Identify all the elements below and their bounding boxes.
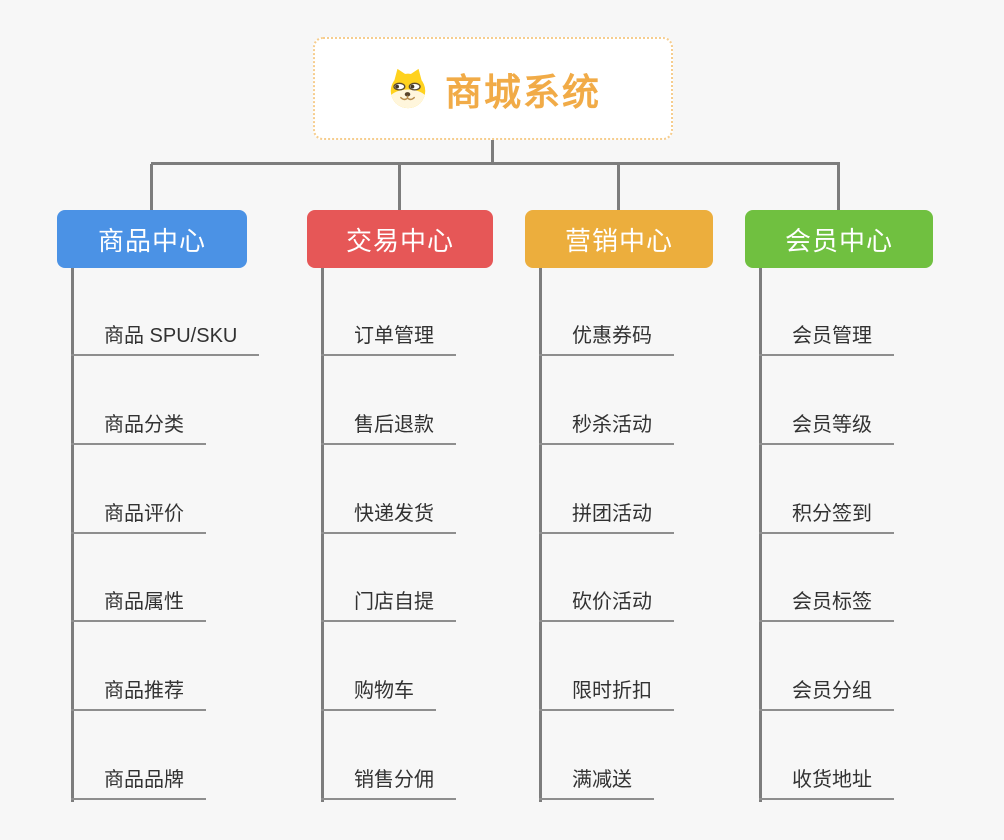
- leaf-node[interactable]: 商品评价: [71, 494, 206, 534]
- leaf-node[interactable]: 快递发货: [321, 494, 456, 534]
- leaf-node[interactable]: 积分签到: [759, 494, 894, 534]
- leaf-node[interactable]: 拼团活动: [539, 494, 674, 534]
- leaf-node[interactable]: 商品分类: [71, 405, 206, 445]
- leaf-node[interactable]: 优惠券码: [539, 316, 674, 356]
- connector-branch-stub: [837, 164, 840, 210]
- connector-column-trunk: [71, 268, 74, 802]
- leaf-node[interactable]: 售后退款: [321, 405, 456, 445]
- root-node[interactable]: 商城系统: [313, 37, 673, 140]
- branch-node-trade-center[interactable]: 交易中心: [307, 210, 493, 268]
- leaf-node[interactable]: 门店自提: [321, 582, 456, 622]
- connector-horizontal: [151, 162, 840, 165]
- leaf-node[interactable]: 会员标签: [759, 582, 894, 622]
- connector-column-trunk: [539, 268, 542, 802]
- leaf-node[interactable]: 商品属性: [71, 582, 206, 622]
- dog-face-icon: [385, 66, 431, 112]
- leaf-node[interactable]: 商品品牌: [71, 760, 206, 800]
- leaf-node[interactable]: 收货地址: [759, 760, 894, 800]
- leaf-node[interactable]: 商品 SPU/SKU: [71, 316, 260, 356]
- connector-branch-stub: [617, 164, 620, 210]
- leaf-node[interactable]: 购物车: [321, 671, 436, 711]
- leaf-node[interactable]: 订单管理: [321, 316, 456, 356]
- leaf-node[interactable]: 销售分佣: [321, 760, 456, 800]
- leaf-node[interactable]: 满减送: [539, 760, 654, 800]
- connector-branch-stub: [398, 164, 401, 210]
- branch-node-marketing-center[interactable]: 营销中心: [525, 210, 713, 268]
- root-title: 商城系统: [445, 71, 601, 113]
- connector-branch-stub: [150, 164, 153, 210]
- leaf-node[interactable]: 商品推荐: [71, 671, 206, 711]
- leaf-node[interactable]: 砍价活动: [539, 582, 674, 622]
- connector-column-trunk: [321, 268, 324, 802]
- leaf-node[interactable]: 秒杀活动: [539, 405, 674, 445]
- leaf-node[interactable]: 会员等级: [759, 405, 894, 445]
- leaf-node[interactable]: 限时折扣: [539, 671, 674, 711]
- connector-column-trunk: [759, 268, 762, 802]
- connector-root-stub: [491, 140, 494, 164]
- branch-node-member-center[interactable]: 会员中心: [745, 210, 933, 268]
- leaf-node[interactable]: 会员分组: [759, 671, 894, 711]
- leaf-node[interactable]: 会员管理: [759, 316, 894, 356]
- branch-node-product-center[interactable]: 商品中心: [57, 210, 247, 268]
